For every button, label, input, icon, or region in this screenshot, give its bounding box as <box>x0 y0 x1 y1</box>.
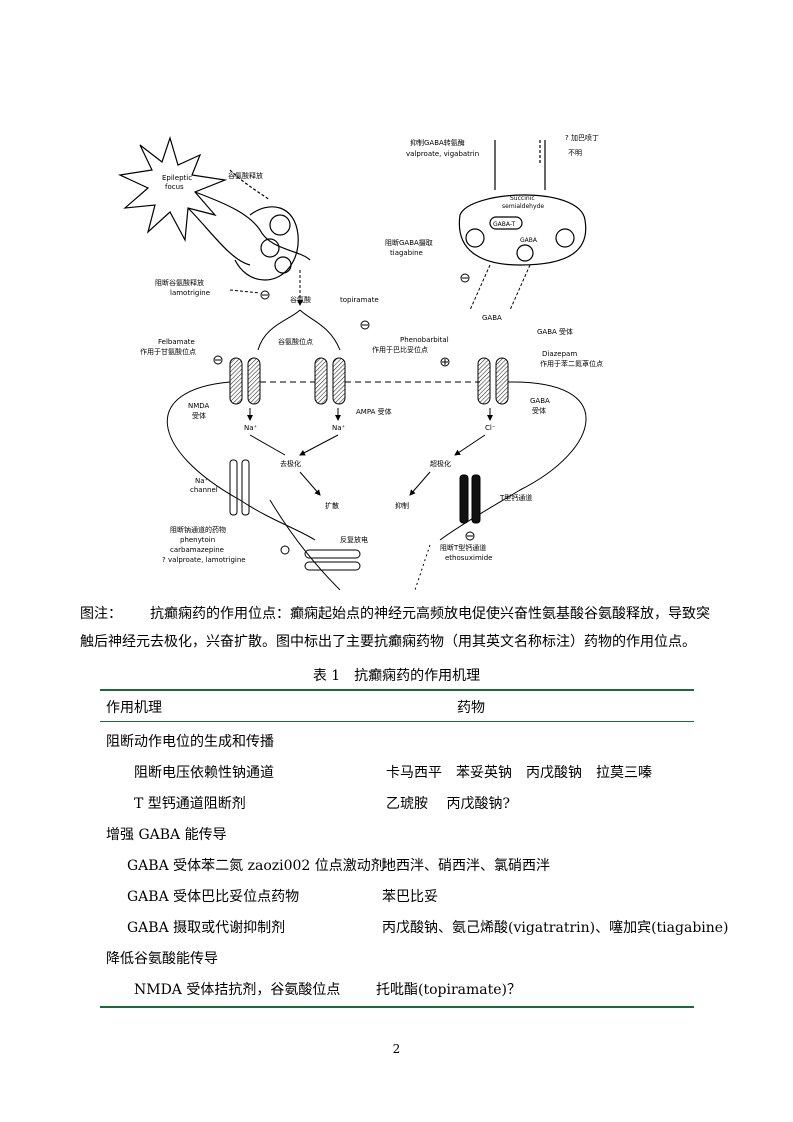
epileptic-focus-label: Epileptic <box>162 174 192 182</box>
table-title: 表 1 抗癫痫药的作用机理 <box>312 668 481 684</box>
succinic-label: Succinic <box>510 195 535 202</box>
phenobarbital-label: Phenobarbital <box>400 336 449 344</box>
gabapentin-label: ? 加巴喷丁 <box>565 133 599 142</box>
spread-label: 扩散 <box>325 501 339 510</box>
na-channel-label: Na⁺ <box>195 477 209 485</box>
ethosuximide-label: ethosuximide <box>445 554 492 562</box>
table-row-drugs: 地西泮、硝西泮、氯硝西泮 <box>382 858 550 874</box>
membrane-channel <box>280 545 361 571</box>
na-channel-label-line-2: channel <box>190 486 218 494</box>
table-row-mechanism: GABA 摄取或代谢抑制剂 <box>127 920 286 936</box>
felbamate-label: Felbamate <box>158 338 195 346</box>
unknown-label: 不明 <box>568 149 582 157</box>
gaba-receptor-label: GABA 受体 <box>537 327 573 336</box>
table-row-drugs: 丙戊酸钠、氨己烯酸(vigatratrin)、噻加宾(tiagabine) <box>382 920 729 936</box>
nmda-receptor-label-line-2: 受体 <box>192 411 206 420</box>
t-calcium-channel <box>459 474 481 524</box>
barb-site-label: 作用于巴比妥位点 <box>372 345 428 354</box>
table-row-mechanism: GABA 受体巴比妥位点药物 <box>127 889 300 905</box>
gaba-inner-label: GABA <box>520 237 538 244</box>
table-header-rule <box>100 721 694 722</box>
table-row-drugs: 苯巴比妥 <box>382 889 438 905</box>
table-row-mechanism: 阻断动作电位的生成和传播 <box>106 734 274 750</box>
glutamate-label: 谷氨酸 <box>290 295 311 304</box>
valproate-lamotrigine-label: ? valproate, lamotrigine <box>162 556 246 564</box>
felbamate-site-label: 作用于甘氨酸位点 <box>140 347 196 356</box>
gaba-receptor-label-2: GABA <box>530 397 550 405</box>
gaba-label: GABA <box>482 314 502 322</box>
lamotrigine-label: lamotrigine <box>170 289 210 297</box>
succinic-label-line-2: semialdehyde <box>502 203 544 210</box>
table-row-mechanism: 增强 GABA 能传导 <box>106 827 227 843</box>
epileptic-neuron <box>117 136 311 266</box>
glycine-site-label: 谷氨酸位点 <box>278 337 313 346</box>
figure-caption: 图注： 抗癫痫药的作用位点：癫痫起始点的神经元高频放电促使兴奋性氨基酸谷氨酸释放，… <box>80 600 710 656</box>
table-top-rule <box>100 689 694 691</box>
table-row-mechanism: NMDA 受体拮抗剂，谷氨酸位点 <box>134 982 341 998</box>
hyperpolarization-label: 超极化 <box>430 459 451 468</box>
carbamazepine-label: carbamazepine <box>170 546 224 554</box>
t-calcium-label: T型钙通道 <box>499 493 532 502</box>
bzd-site-label: 作用于苯二氮䓬位点 <box>540 359 603 368</box>
na-ion-label-1: Na⁺ <box>244 424 258 432</box>
presynaptic-terminal-left <box>229 169 299 281</box>
presynaptic-terminal-right <box>458 140 587 266</box>
table-row-mechanism: 降低谷氨酸能传导 <box>106 951 218 967</box>
table-row-drugs: 卡马西平 苯妥英钠 丙戊酸钠 拉莫三嗪 <box>386 765 652 781</box>
topiramate-label: topiramate <box>340 296 379 304</box>
table-row-mechanism: GABA 受体苯二氮 zaozi002 位点激动剂 <box>127 858 385 874</box>
phenytoin-label: phenytoin <box>180 536 215 544</box>
gaba-receptor-label-2-line-2: 受体 <box>532 406 546 415</box>
diazepam-label: Diazepam <box>542 350 577 358</box>
table-row-mechanism: 阻断电压依赖性钠通道 <box>134 765 274 781</box>
mechanism-diagram: Epileptic focus 谷氨酸释放 阻断谷氨酸释放 lamotrigin… <box>100 120 660 591</box>
header-mechanism: 作用机理 <box>106 700 162 716</box>
glutamate-release-label: 谷氨酸释放 <box>228 171 263 180</box>
epileptic-focus-label-line-2: focus <box>165 183 184 191</box>
gaba-receptor <box>477 357 509 405</box>
na-channel-blockers-label: 阻断钠通道的药物 <box>170 525 226 534</box>
na-ion-label-2: Na⁺ <box>332 424 346 432</box>
caption-label: 图注： <box>80 606 122 622</box>
table-bottom-rule <box>100 1006 694 1008</box>
table-row-mechanism: T 型钙通道阻断剂 <box>134 796 246 812</box>
nmda-receptor-label: NMDA <box>188 402 210 410</box>
vgaba-inhibitors-label: 抑制GABA转氨酶 <box>410 138 465 147</box>
na-channel <box>229 459 250 516</box>
depolarization-label: 去极化 <box>280 459 301 468</box>
ampa-receptor-label: AMPA 受体 <box>356 407 392 416</box>
page-number: 2 <box>392 1042 401 1056</box>
tiagabine-block-label: 阻断GABA摄取 <box>385 238 433 247</box>
ethosuximide-block-label: 阻断T型钙通道 <box>440 543 486 552</box>
caption-line-2: 触后神经元去极化，兴奋扩散。图中标出了主要抗癫痫药物（用其英文名称标注）药物的作… <box>80 634 696 650</box>
gaba-t-label: GABA-T <box>493 221 515 228</box>
repetitive-firing-label: 反复放电 <box>340 535 368 544</box>
valproate-vigabatrin-label: valproate, vigabatrin <box>406 150 479 158</box>
nmda-receptor <box>213 355 346 405</box>
lamotrigine-block-label: 阻断谷氨酸释放 <box>155 278 204 287</box>
table-row-drugs: 乙琥胺 丙戊酸钠? <box>386 796 510 812</box>
cl-ion-label: Cl⁻ <box>485 424 496 432</box>
header-drugs: 药物 <box>457 700 485 716</box>
caption-line-1: 抗癫痫药的作用位点：癫痫起始点的神经元高频放电促使兴奋性氨基酸谷氨酸释放，导致突 <box>150 606 710 622</box>
tiagabine-label: tiagabine <box>390 249 423 257</box>
inhibition-label: 抑制 <box>395 501 409 510</box>
table-row-drugs: 托吡酯(topiramate)？ <box>376 982 521 998</box>
